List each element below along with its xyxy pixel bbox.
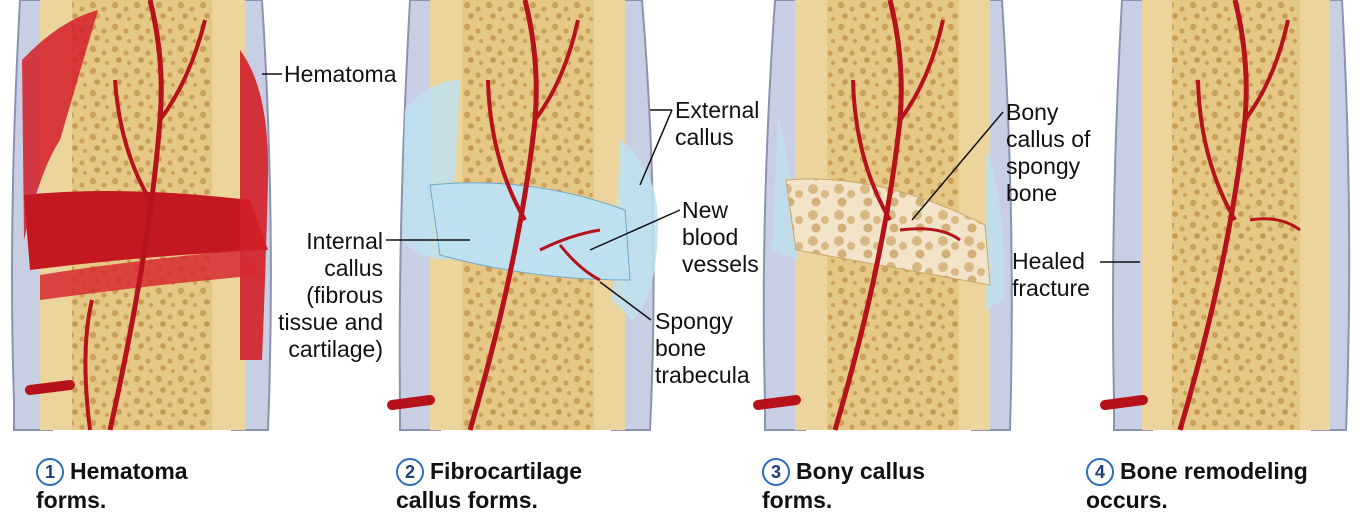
step-number-2: 2 <box>396 458 424 486</box>
label-spongy-bone-trabecula: Spongy bone trabecula <box>655 308 750 389</box>
step-number-1: 1 <box>36 458 64 486</box>
caption-1-line2: forms. <box>36 487 106 513</box>
panel-1-bone <box>12 0 271 430</box>
label-new-blood-vessels: New blood vessels <box>682 197 759 278</box>
caption-4-line1: Bone remodeling <box>1120 458 1308 484</box>
label-healed-fracture: Healed fracture <box>1012 248 1090 302</box>
caption-4-line2: occurs. <box>1086 487 1168 513</box>
panel-2-bone <box>392 0 658 430</box>
caption-3-line1: Bony callus <box>796 458 925 484</box>
step-number-3: 3 <box>762 458 790 486</box>
panel-4-bone <box>1105 0 1349 430</box>
label-internal-callus: Internal callus (fibrous tissue and cart… <box>278 228 383 363</box>
caption-3-line2: forms. <box>762 487 832 513</box>
step-number-4: 4 <box>1086 458 1114 486</box>
label-bony-callus: Bony callus of spongy bone <box>1006 99 1090 207</box>
caption-1-line1: Hematoma <box>70 458 188 484</box>
caption-2-line2: callus forms. <box>396 487 538 513</box>
panel-3-bone <box>758 0 1012 430</box>
label-external-callus: External callus <box>675 97 759 151</box>
label-hematoma: Hematoma <box>284 61 396 88</box>
caption-2-line1: Fibrocartilage <box>430 458 582 484</box>
